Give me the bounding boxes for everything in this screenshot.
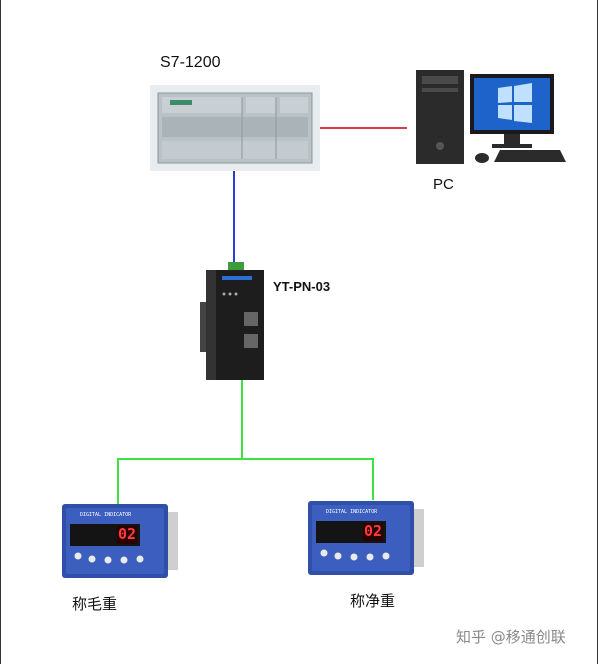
gross-weight-label: 称毛重 <box>72 595 118 613</box>
indicator-display-value: 02 <box>118 525 137 543</box>
watermark: 知乎 @移通创联 <box>456 628 566 646</box>
gateway-device <box>200 262 270 384</box>
indicator-header: DIGITAL INDICATOR <box>326 509 378 515</box>
weighing-indicator-net: DIGITAL INDICATOR 02 <box>308 501 428 579</box>
plc-device <box>150 85 320 175</box>
plc-label: S7-1200 <box>160 54 221 71</box>
plc-icon <box>150 85 320 171</box>
indicator-display-value: 02 <box>364 522 383 540</box>
link-bus-left <box>117 458 374 505</box>
computer-icon <box>416 70 566 164</box>
pc-device <box>408 66 568 174</box>
weighing-indicator-icon <box>62 504 178 578</box>
weighing-indicator-gross: DIGITAL INDICATOR 02 <box>62 504 182 582</box>
indicator-header: DIGITAL INDICATOR <box>80 512 132 518</box>
net-weight-label: 称净重 <box>350 592 396 610</box>
gateway-label: YT-PN-03 <box>273 279 331 294</box>
weighing-indicator-icon <box>308 501 424 575</box>
gateway-module-icon <box>200 262 264 380</box>
frame-left-border <box>0 0 1 664</box>
pc-label: PC <box>433 176 454 193</box>
frame-right-border <box>597 0 598 664</box>
